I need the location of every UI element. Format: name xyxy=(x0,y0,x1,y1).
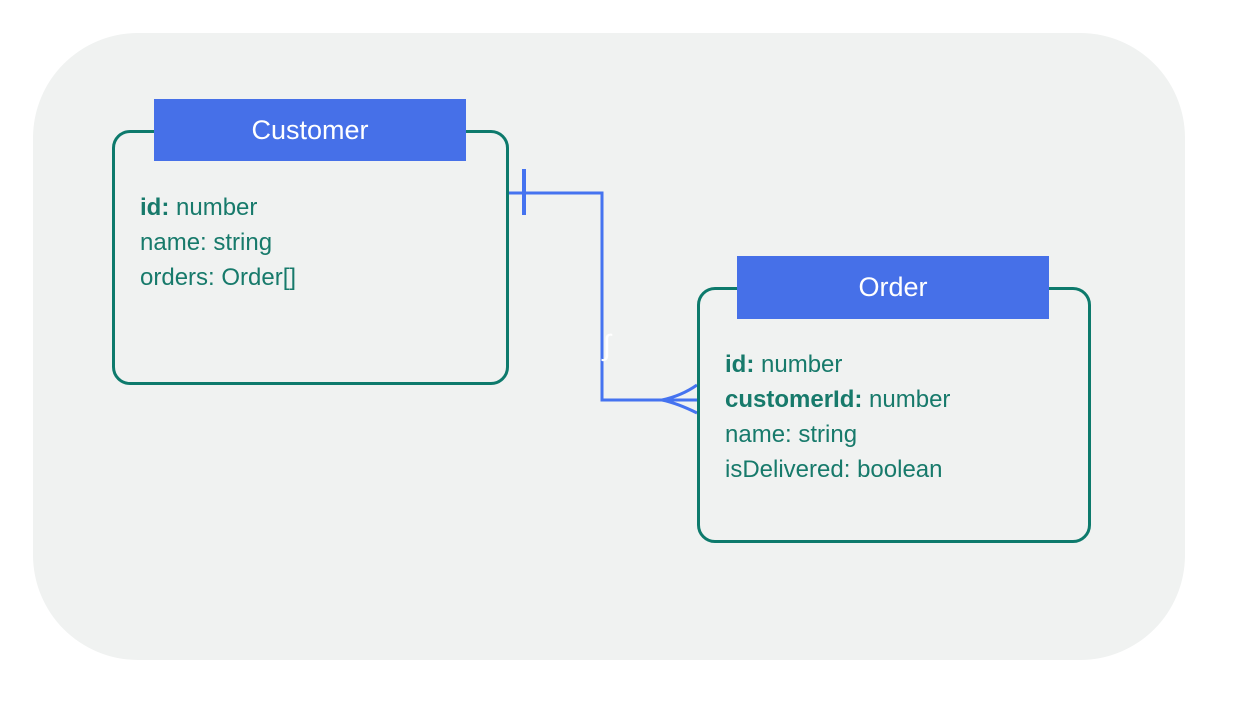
field-row: isDelivered: boolean xyxy=(725,452,950,487)
entity-customer-fields: id: number name: string orders: Order[] xyxy=(140,190,296,295)
field-separator: : xyxy=(843,456,858,483)
entity-order-header[interactable]: Order xyxy=(737,256,1049,319)
field-row: id: number xyxy=(140,190,296,225)
field-type: string xyxy=(798,421,858,448)
field-type: number xyxy=(761,351,843,378)
field-key: isDelivered: xyxy=(725,456,858,483)
field-type: number xyxy=(869,386,951,413)
field-row: customerId: number xyxy=(725,382,950,417)
field-separator: : xyxy=(746,351,761,378)
entity-customer-title: Customer xyxy=(251,114,369,145)
field-type: Order[] xyxy=(221,264,297,291)
field-row: id: number xyxy=(725,347,950,382)
entity-order-fields: id: number customerId: number name: stri… xyxy=(725,347,950,487)
field-separator: : xyxy=(208,264,222,291)
entity-order-title: Order xyxy=(858,272,928,302)
field-separator: : xyxy=(785,421,799,448)
field-row: name: string xyxy=(140,225,296,260)
field-separator: : xyxy=(161,194,176,221)
field-type: number xyxy=(176,194,258,221)
field-key: name: xyxy=(725,421,799,448)
field-row: name: string xyxy=(725,417,950,452)
field-type: boolean xyxy=(857,456,943,483)
field-key: name: xyxy=(140,229,214,256)
field-row: orders: Order[] xyxy=(140,260,296,295)
field-type: string xyxy=(213,229,273,256)
field-separator: : xyxy=(200,229,214,256)
field-key: orders: xyxy=(140,264,222,291)
field-key: id: xyxy=(725,351,761,378)
relationship-edge[interactable] xyxy=(509,191,697,402)
field-separator: : xyxy=(854,386,870,413)
relationship-label: ∫ xyxy=(603,330,611,362)
field-key: id: xyxy=(140,194,176,221)
many-cardinality-marker xyxy=(661,383,698,415)
entity-customer-header[interactable]: Customer xyxy=(154,99,466,161)
field-key: customerId: xyxy=(725,386,870,413)
